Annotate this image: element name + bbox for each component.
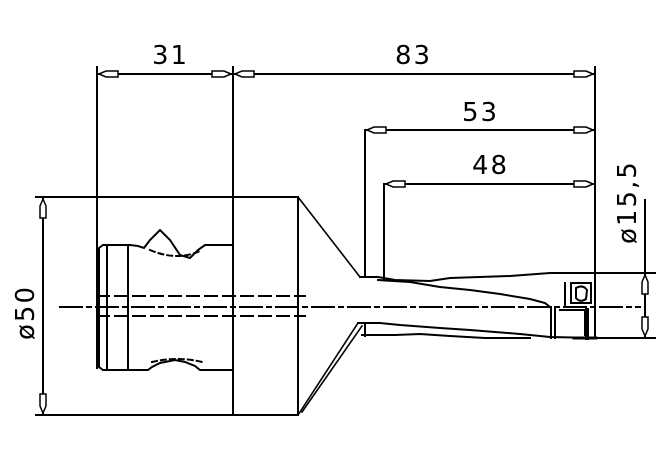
dimension-lines [42,73,646,416]
clamp-bore [98,228,234,371]
dim-48-label: 48 [472,151,509,181]
dim-diameter-15-5-label: ø15,5 [613,160,643,244]
hidden-bore-lines [96,295,306,317]
dim-diameter-50-label: ø50 [11,285,41,340]
dim-53-label: 53 [462,98,499,128]
dim-83-label: 83 [395,41,432,71]
cone-transition [296,195,364,417]
neck-shank [357,129,598,340]
dim-31-label: 31 [152,41,189,71]
arrowheads [39,70,649,415]
